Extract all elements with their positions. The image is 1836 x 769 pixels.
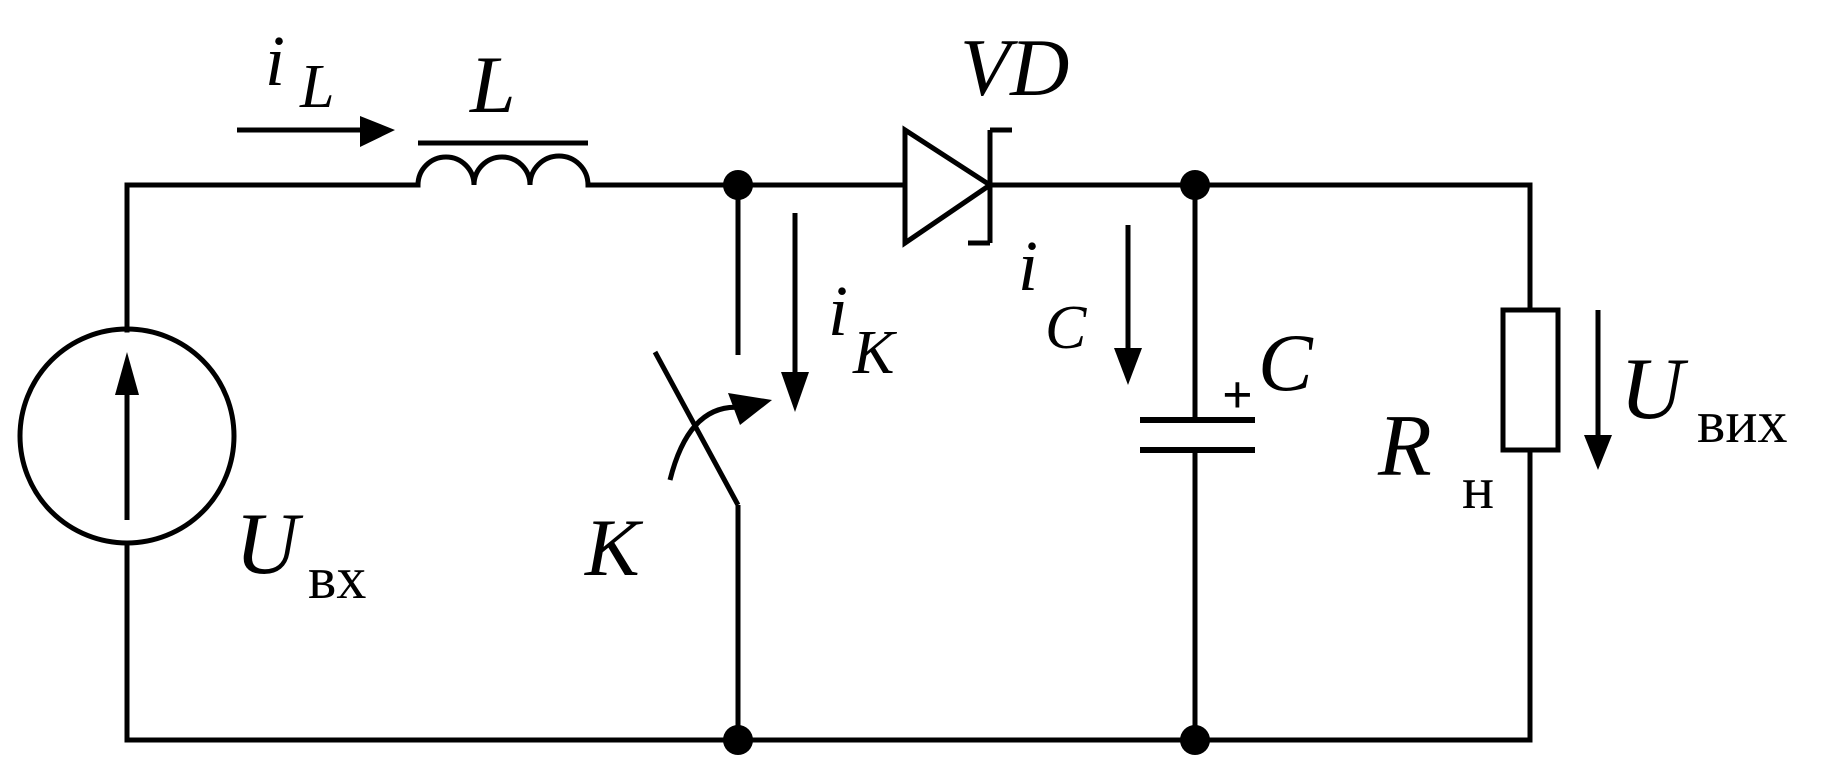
- input-voltage-sub: вх: [308, 545, 366, 611]
- switch-current-main: i: [828, 271, 848, 351]
- diode-label: VD: [960, 22, 1069, 113]
- resistor-icon: [1500, 307, 1561, 453]
- capacitor-icon: [1140, 185, 1255, 740]
- load-resistor-main: R: [1377, 398, 1432, 495]
- input-voltage-label: U вх: [235, 496, 366, 611]
- inductor-current-main: i: [265, 21, 285, 101]
- inductor-current-label: i L: [265, 21, 334, 121]
- capacitor-polarity-sign: +: [1222, 365, 1253, 425]
- output-voltage-main: U: [1620, 341, 1689, 438]
- switch-label: K: [584, 502, 644, 593]
- switch-key-icon: [652, 185, 772, 740]
- capacitor-current-main: i: [1018, 226, 1038, 306]
- output-voltage-label: U вих: [1620, 341, 1787, 455]
- inductor-label: L: [469, 39, 516, 130]
- inductor-current-sub: L: [299, 53, 334, 121]
- voltage-source-icon: [17, 326, 237, 546]
- switch-current-sub: K: [852, 319, 898, 387]
- capacitor-label: C: [1258, 317, 1314, 408]
- capacitor-current-label: i C: [1018, 226, 1087, 362]
- diode-icon: [902, 125, 1012, 248]
- capacitor-current-arrow: [1114, 225, 1142, 385]
- load-resistor-sub: н: [1462, 455, 1494, 521]
- switch-current-label: i K: [828, 271, 898, 387]
- output-voltage-arrow: [1584, 310, 1612, 470]
- inductor-current-arrow: [237, 116, 395, 147]
- load-resistor-label: R н: [1377, 398, 1494, 521]
- output-voltage-sub: вих: [1697, 389, 1787, 455]
- inductor-coil-icon: [415, 140, 591, 188]
- capacitor-current-sub: C: [1045, 294, 1087, 362]
- switch-current-arrow: [781, 213, 809, 412]
- input-voltage-main: U: [235, 496, 304, 593]
